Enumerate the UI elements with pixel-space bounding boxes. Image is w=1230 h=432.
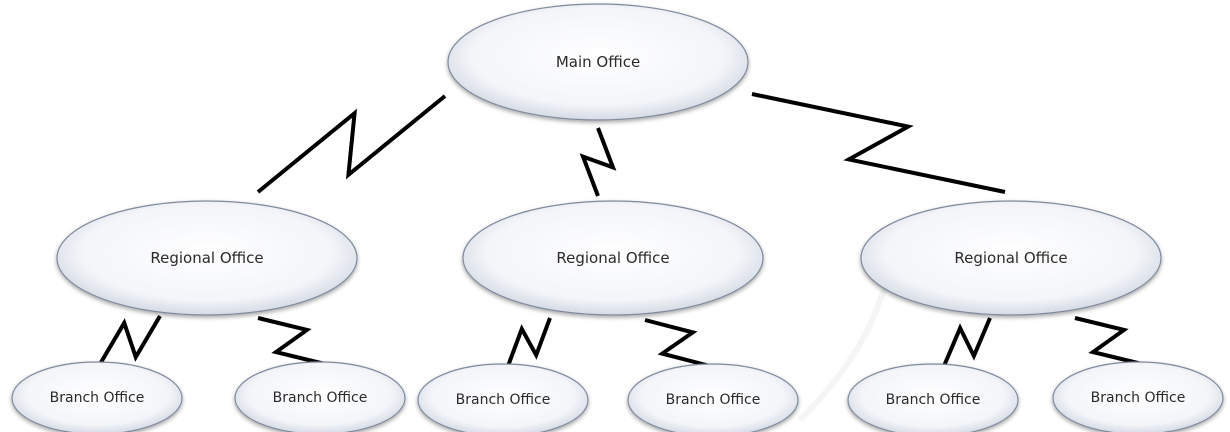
regional-office-node-3-shape <box>860 200 1162 316</box>
link-regional-2-to-branch-2 <box>644 318 711 368</box>
branch-office-node-3-1-label: Branch Office <box>886 392 981 408</box>
branch-office-node-2-1-label: Branch Office <box>456 392 551 408</box>
regional-office-node-2-shape <box>462 200 764 316</box>
branch-office-node-1-2-shape <box>234 361 406 432</box>
regional-office-node-3-label: Regional Office <box>954 249 1067 267</box>
regional-office-node-1-shape <box>56 200 358 316</box>
branch-office-node-3-2-shape <box>1052 361 1224 432</box>
branch-office-node-3-1-shape <box>847 363 1019 432</box>
branch-office-node-1-2: Branch Office <box>234 361 406 432</box>
branch-office-node-1-1-shape <box>11 361 183 432</box>
regional-office-node-2: Regional Office <box>462 200 764 316</box>
regional-office-node-1-label: Regional Office <box>150 249 263 267</box>
branch-office-node-3-2-label: Branch Office <box>1091 390 1186 406</box>
link-regional-3-to-branch-2 <box>1074 316 1143 366</box>
branch-office-node-2-2-label: Branch Office <box>666 392 761 408</box>
branch-office-node-1-2-label: Branch Office <box>273 390 368 406</box>
link-regional-1-to-branch-1 <box>98 314 162 366</box>
branch-office-node-2-2-shape <box>627 363 799 432</box>
link-regional-2-to-branch-1 <box>506 317 552 367</box>
connection-links <box>98 92 1143 368</box>
link-main-to-regional-3 <box>751 92 1006 194</box>
regional-office-node-3: Regional Office <box>860 200 1162 316</box>
regional-office-node-2-label: Regional Office <box>556 249 669 267</box>
branch-office-node-1-1: Branch Office <box>11 361 183 432</box>
branch-office-node-3-2: Branch Office <box>1052 361 1224 432</box>
branch-office-node-2-1: Branch Office <box>417 363 589 432</box>
branch-office-node-3-1: Branch Office <box>847 363 1019 432</box>
main-office-node: Main Office <box>447 3 749 121</box>
main-office-node-shape <box>447 3 749 121</box>
regional-office-node-1: Regional Office <box>56 200 358 316</box>
branch-office-node-1-1-label: Branch Office <box>50 390 145 406</box>
link-regional-3-to-branch-1 <box>942 317 992 367</box>
link-regional-1-to-branch-2 <box>257 316 326 366</box>
branch-office-node-2-2: Branch Office <box>627 363 799 432</box>
link-main-to-regional-1 <box>256 94 447 194</box>
branch-office-node-2-1-shape <box>417 363 589 432</box>
main-office-node-label: Main Office <box>556 53 640 71</box>
link-main-to-regional-2 <box>579 127 617 197</box>
